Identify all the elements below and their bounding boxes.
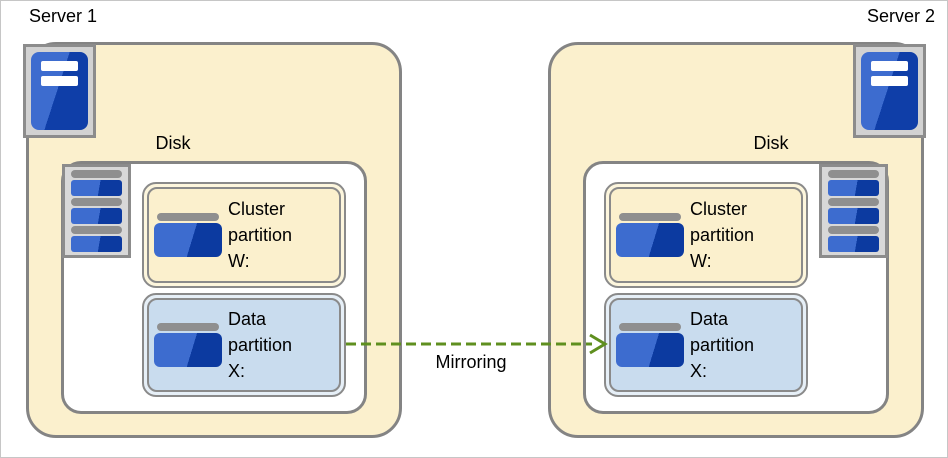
server1-cluster-partition-box: Cluster partition W: (142, 182, 346, 288)
server2-cluster-partition-label: Cluster partition W: (690, 196, 754, 274)
server2-disk-label: Disk (753, 133, 789, 153)
server1-data-partition-label: Data partition X: (228, 306, 292, 384)
partition-body-icon (154, 223, 222, 257)
disk-bar-icon (828, 170, 879, 178)
partition-label-line: Cluster (690, 199, 748, 219)
server1-cluster-partition-inner: Cluster partition W: (147, 187, 341, 283)
disk-platter-icon (71, 208, 122, 224)
server1-cluster-partition-label: Cluster partition W: (228, 196, 292, 274)
disk-platter-icon (828, 236, 879, 252)
server1-disk-icon (62, 164, 131, 258)
partition-label-line: Cluster (228, 199, 286, 219)
disk-bar-icon (71, 170, 122, 178)
disk-bar-icon (71, 198, 122, 206)
mirroring-label: Mirroring (435, 352, 507, 372)
server2-data-partition-box: Data partition X: (604, 293, 808, 397)
partition-body-icon (154, 333, 222, 367)
server-tower-body-icon (31, 52, 88, 130)
partition-icon (616, 213, 684, 257)
server2-label: Server 2 (866, 6, 935, 26)
partition-bar-icon (157, 213, 219, 221)
partition-body-icon (616, 333, 684, 367)
disk-bar-icon (71, 226, 122, 234)
partition-label-line: X: (690, 361, 708, 381)
partition-label-line: partition (690, 225, 755, 245)
partition-body-icon (616, 223, 684, 257)
server1-data-partition-box: Data partition X: (142, 293, 346, 397)
server-tower-body-icon (861, 52, 918, 130)
partition-label-line: partition (690, 335, 755, 355)
disk-platter-icon (71, 236, 122, 252)
partition-label-line: W: (228, 251, 250, 271)
partition-icon (154, 323, 222, 367)
partition-bar-icon (619, 213, 681, 221)
mirroring-arrowhead-icon (589, 333, 608, 355)
disk-bar-icon (828, 198, 879, 206)
disk-platter-icon (828, 180, 879, 196)
partition-label-line: partition (228, 225, 293, 245)
partition-bar-icon (157, 323, 219, 331)
server2-data-partition-label: Data partition X: (690, 306, 754, 384)
server-slot-icon (871, 76, 908, 86)
partition-label-line: Data (228, 309, 267, 329)
server-slot-icon (41, 76, 78, 86)
server1-tower-icon (23, 44, 96, 138)
partition-label-line: X: (228, 361, 246, 381)
server1-data-partition-inner: Data partition X: (147, 298, 341, 392)
disk-bar-icon (828, 226, 879, 234)
partition-bar-icon (619, 323, 681, 331)
partition-icon (616, 323, 684, 367)
mirroring-arrow-icon (346, 333, 608, 355)
partition-label-line: Data (690, 309, 729, 329)
disk-platter-icon (828, 208, 879, 224)
partition-label-line: partition (228, 335, 293, 355)
server2-data-partition-inner: Data partition X: (609, 298, 803, 392)
server2-disk-icon (819, 164, 888, 258)
partition-label-line: W: (690, 251, 712, 271)
disk-platter-icon (71, 180, 122, 196)
server2-tower-icon (853, 44, 926, 138)
server1-label: Server 1 (29, 6, 98, 26)
server2-cluster-partition-inner: Cluster partition W: (609, 187, 803, 283)
server-slot-icon (41, 61, 78, 71)
server1-disk-label: Disk (155, 133, 191, 153)
server-slot-icon (871, 61, 908, 71)
server2-cluster-partition-box: Cluster partition W: (604, 182, 808, 288)
partition-icon (154, 213, 222, 257)
